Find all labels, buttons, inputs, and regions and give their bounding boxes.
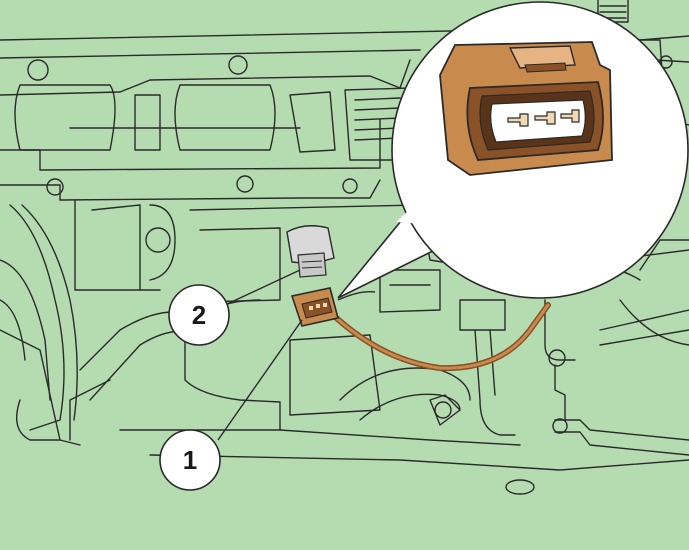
connector-small [290,287,339,327]
left-pipes [0,199,176,446]
engine-cover [0,27,689,201]
connector-large [439,41,613,176]
leader-lines [217,269,303,441]
sensor-body [286,225,335,278]
lower-hose [339,367,471,426]
connector-pins [507,109,580,127]
callout-2-label: 2 [192,300,206,330]
callout-2: 2 [168,284,230,346]
wiring-harness [327,290,551,372]
callout-1: 1 [159,429,221,491]
callout-1-label: 1 [183,445,197,475]
